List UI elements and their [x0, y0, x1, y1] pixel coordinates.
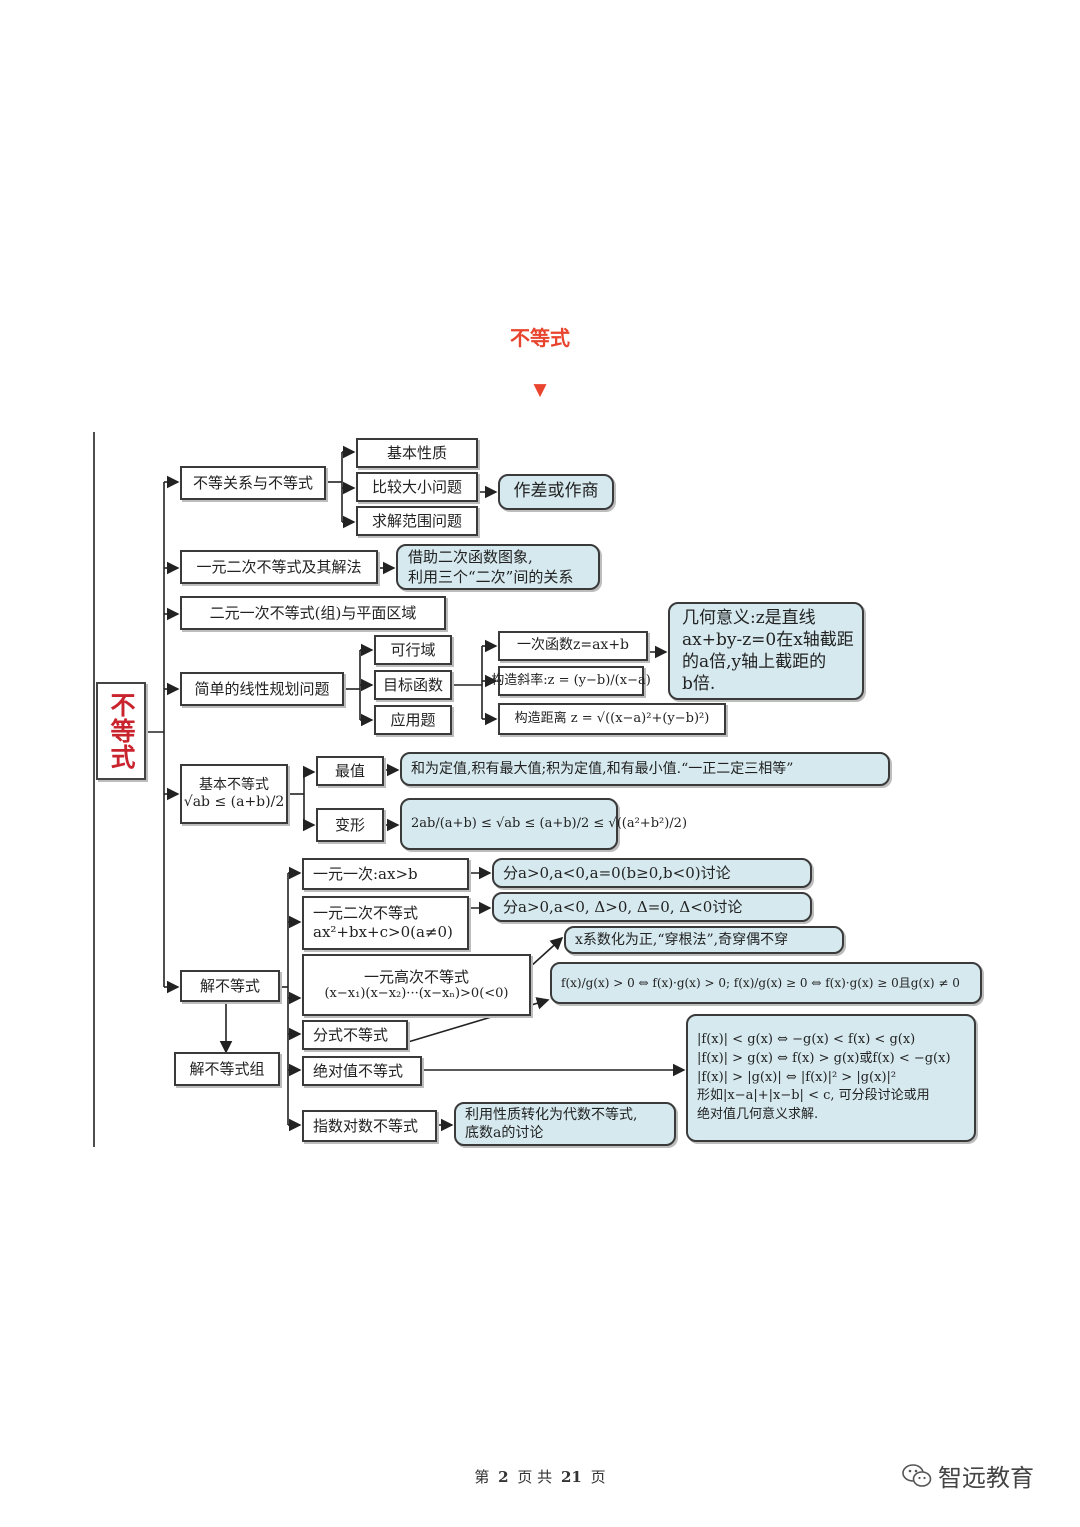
node-line: 一元高次不等式 — [363, 967, 469, 986]
footer-prefix: 第 — [474, 1468, 490, 1486]
page-footer: 第 2 页 共 21 页 — [0, 1466, 1080, 1487]
node-range-problem: 求解范围问题 — [356, 506, 478, 536]
brand-watermark: 智远教育 — [902, 1458, 1034, 1493]
mind-map: 不等式 不等关系与不等式 基本性质 比较大小问题 求解范围问题 作差或作商 一元… — [92, 432, 984, 1147]
node-inequality-relation: 不等关系与不等式 — [180, 466, 326, 500]
note-quadratic-graph: 借助二次函数图象, 利用三个“二次”间的关系 — [396, 544, 600, 590]
note-absolute-rules: |f(x)| < g(x) ⇔ −g(x) < f(x) < g(x) |f(x… — [686, 1014, 976, 1142]
node-slope-construction: 构造斜率:z = (y−b)/(x−a) — [491, 666, 651, 696]
node-solve-inequality: 解不等式 — [180, 970, 280, 1002]
footer-middle: 页 共 — [517, 1468, 553, 1486]
node-basic-inequality: 基本不等式 √ab ≤ (a+b)/2 — [180, 764, 288, 824]
node-exp-log: 指数对数不等式 — [302, 1110, 437, 1142]
down-arrow-icon: ▼ — [533, 380, 547, 400]
node-absolute-value: 绝对值不等式 — [302, 1056, 422, 1086]
note-line: 利用三个“二次”间的关系 — [408, 568, 574, 586]
note-linear-cases: 分a>0,a<0,a=0(b≥0,b<0)讨论 — [492, 858, 812, 888]
note-line: 几何意义:z是直线 — [682, 607, 816, 628]
page-heading: 不等式 — [510, 326, 570, 350]
note-quadratic-cases: 分a>0,a<0, Δ>0, Δ=0, Δ<0讨论 — [492, 892, 812, 922]
note-line: 的a倍,y轴上截距的 — [682, 652, 827, 672]
root-node: 不等式 — [96, 682, 146, 780]
node-linear-region: 二元一次不等式(组)与平面区域 — [180, 596, 446, 630]
node-line: 一元二次不等式 — [313, 904, 419, 923]
node-quadratic-one-var: 一元二次不等式 ax²+bx+c>0(a≠0) — [302, 896, 469, 950]
note-difference-or-quotient: 作差或作商 — [498, 474, 614, 510]
note-line: |f(x)| > g(x) ⇔ f(x) > g(x)或f(x) < −g(x) — [697, 1050, 951, 1066]
connector-lines — [93, 432, 686, 1147]
note-geometric-meaning: 几何意义:z是直线 ax+by-z=0在x轴截距 的a倍,y轴上截距的 b倍. — [668, 602, 864, 700]
note-exp-log: 利用性质转化为代数不等式, 底数a的讨论 — [454, 1102, 676, 1146]
footer-total-pages: 21 — [560, 1468, 582, 1486]
note-line: 利用性质转化为代数不等式, — [465, 1106, 638, 1123]
footer-page-number: 2 — [498, 1468, 509, 1486]
node-extreme-value: 最值 — [316, 756, 384, 786]
node-fractional: 分式不等式 — [302, 1020, 408, 1050]
node-line: (x−x₁)(x−x₂)···(x−xₙ)>0(<0) — [324, 986, 509, 1002]
note-line: 底数a的讨论 — [465, 1125, 544, 1141]
footer-suffix: 页 — [590, 1468, 606, 1486]
node-quadratic-inequality: 一元二次不等式及其解法 — [180, 550, 378, 584]
node-feasible-region: 可行域 — [374, 635, 452, 665]
node-objective-function: 目标函数 — [374, 670, 452, 700]
note-line: 形如|x−a|+|x−b| < c, 可分段讨论或用 — [697, 1088, 930, 1104]
note-fraction-rule: f(x)/g(x) > 0 ⇔ f(x)·g(x) > 0; f(x)/g(x)… — [550, 962, 982, 1004]
note-extreme-rule: 和为定值,积有最大值;积为定值,和有最小值.“一正二定三相等” — [400, 752, 890, 786]
node-application: 应用题 — [374, 705, 452, 735]
note-line: |f(x)| < g(x) ⇔ −g(x) < f(x) < g(x) — [697, 1031, 916, 1047]
note-line: ax+by-z=0在x轴截距 — [682, 629, 854, 650]
wechat-icon — [902, 1463, 932, 1487]
node-line: 基本不等式 — [199, 776, 269, 793]
node-line: √ab ≤ (a+b)/2 — [183, 794, 285, 810]
node-distance-construction: 构造距离 z = √((x−a)²+(y−b)²) — [498, 703, 726, 735]
node-compare-size: 比较大小问题 — [356, 472, 478, 502]
note-line: 绝对值几何意义求解. — [697, 1107, 819, 1123]
note-line: |f(x)| > |g(x)| ⇔ |f(x)|² > |g(x)|² — [697, 1069, 897, 1085]
node-linear-one-var: 一元一次:ax>b — [302, 858, 469, 890]
note-line: 借助二次函数图象, — [408, 547, 533, 566]
brand-name: 智远教育 — [938, 1464, 1034, 1492]
node-higher-degree: 一元高次不等式 (x−x₁)(x−x₂)···(x−xₙ)>0(<0) — [302, 954, 531, 1016]
node-linear-programming: 简单的线性规划问题 — [180, 672, 344, 706]
node-basic-properties: 基本性质 — [356, 438, 478, 468]
node-deformation: 变形 — [316, 808, 384, 842]
node-line: ax²+bx+c>0(a≠0) — [313, 923, 453, 941]
note-mean-chain: 2ab/(a+b) ≤ √ab ≤ (a+b)/2 ≤ √((a²+b²)/2) — [400, 798, 687, 850]
node-solve-system: 解不等式组 — [174, 1052, 280, 1086]
note-line: b倍. — [682, 674, 716, 695]
node-linear-function: 一次函数z=ax+b — [498, 631, 648, 661]
note-root-method: x系数化为正,“穿根法”,奇穿偶不穿 — [564, 926, 844, 954]
